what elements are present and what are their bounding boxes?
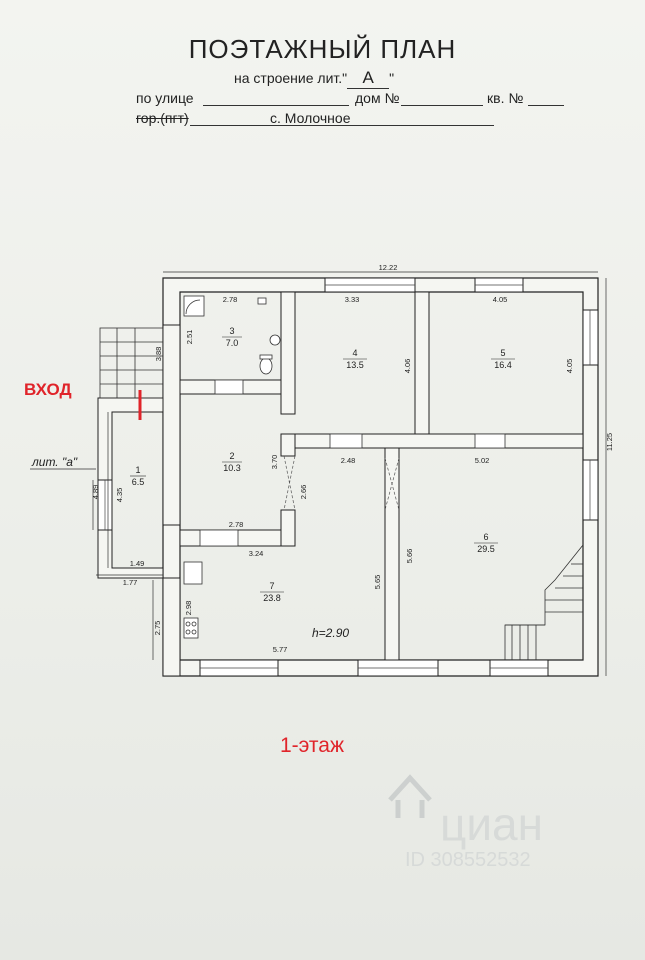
structure-suffix: " [389,70,395,86]
annex-label: лит. "а" [31,455,78,469]
dim-4-35: 4.35 [115,488,124,503]
structure-letter: А [347,68,390,89]
page-title: ПОЭТАЖНЫЙ ПЛАН [188,34,457,64]
room-4-area: 13.5 [346,360,364,370]
cian-logo-icon [388,774,432,818]
dim-5-66: 5.66 [405,549,414,564]
room-5-number: 5 [500,348,505,358]
dim-2-78-bottom: 2.78 [229,520,244,529]
dim-3-70: 3.70 [270,455,279,470]
house-underline [401,105,483,106]
structure-prefix: на строение лит." [234,70,348,86]
dim-5-77: 5.77 [273,645,288,654]
structure-line: на строение лит."А" [234,68,394,89]
room-3-area: 7.0 [226,338,239,348]
dim-1-49: 1.49 [130,559,145,568]
apartment-underline [528,105,564,106]
room-4-number: 4 [352,348,357,358]
room-2-number: 2 [229,451,234,461]
room-2-area: 10.3 [223,463,241,473]
dim-2-75: 2.75 [153,621,162,636]
room-3-number: 3 [229,326,234,336]
dim-5-02: 5.02 [475,456,490,465]
ceiling-height: h=2.90 [312,626,349,640]
dim-4-06: 4.06 [403,359,412,374]
dim-4-05-right: 4.05 [565,359,574,374]
entrance-label: ВХОД [24,380,72,399]
room-5-area: 16.4 [494,360,512,370]
apartment-label: кв. № [487,90,524,106]
dim-2-98: 2.98 [184,601,193,616]
floor-label: 1-этаж [280,734,345,757]
dim-2-48: 2.48 [341,456,356,465]
dim-3-88: 3.88 [154,347,163,362]
room-6-number: 6 [483,532,488,542]
dim-4-89: 4.89 [91,485,100,500]
room-7-area: 23.8 [263,593,281,603]
watermark-id: ID 308552532 [405,849,531,871]
dim-2-51: 2.51 [185,330,194,345]
dim-2-66: 2.66 [299,485,308,500]
city-label: гор.(пгт) [136,110,189,126]
room-6-area: 29.5 [477,544,495,554]
watermark-brand: циан [440,798,543,850]
dim-2-78-top: 2.78 [223,295,238,304]
cian-watermark: циан ID 308552532 [388,774,543,871]
city-value: с. Молочное [270,110,351,126]
house-label: дом № [355,90,400,106]
room-7-number: 7 [269,581,274,591]
dim-overall-width: 12.22 [379,263,398,272]
dim-3-24: 3.24 [249,549,264,558]
room-1-area: 6.5 [132,477,145,487]
dim-4-05-top: 4.05 [493,295,508,304]
dim-1-77: 1.77 [123,578,138,587]
dim-overall-height: 11.25 [605,433,614,451]
city-underline [190,125,494,126]
dim-3-33: 3.33 [345,295,360,304]
dim-5-65: 5.65 [373,575,382,590]
street-underline [203,105,349,106]
room-1-number: 1 [135,465,140,475]
street-label: по улице [136,90,194,106]
